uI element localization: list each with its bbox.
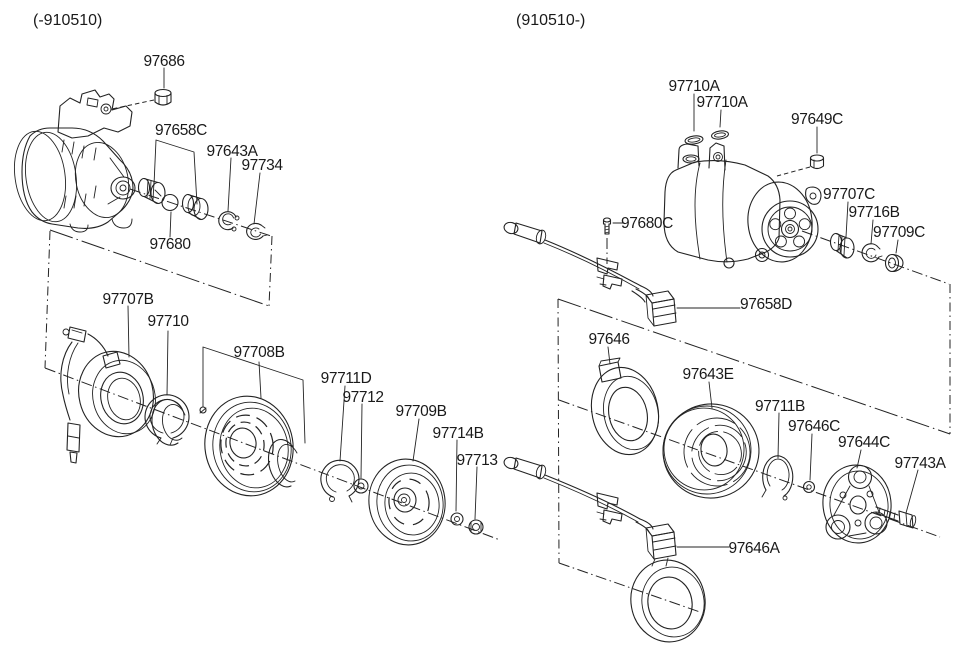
- leader-97707B: [127, 305, 130, 358]
- leader-97711B: [777, 412, 780, 459]
- callout-97713: 97713: [456, 452, 497, 469]
- callout-97658D: 97658D: [740, 296, 792, 313]
- callout-97710A-1: 97710A: [668, 78, 720, 95]
- fence-left-left: [44, 230, 51, 369]
- header-left-variant: (-910510): [33, 12, 102, 29]
- ring-left-mid: [151, 398, 186, 446]
- harness-97646A: [503, 456, 706, 643]
- harness-97658D: [503, 221, 677, 327]
- callout-97711D: 97711D: [321, 370, 372, 387]
- leader-97716B: [870, 219, 874, 245]
- nut-97649C: [809, 154, 825, 170]
- pulley-97708B: [204, 395, 294, 497]
- callout-97680C: 97680C: [621, 215, 673, 232]
- callout-97649C: 97649C: [791, 111, 843, 128]
- callout-97658C: 97658C: [155, 122, 207, 139]
- coil-97646: [590, 357, 660, 456]
- cclip-97734: [246, 222, 268, 240]
- callout-97712: 97712: [342, 389, 383, 406]
- compressor-right: [663, 142, 822, 269]
- hub-97644C: [822, 464, 892, 544]
- fence-right-top: [557, 298, 951, 435]
- fence-right-left: [557, 298, 560, 564]
- bracket-97658C: [153, 139, 198, 205]
- plug-left-b: [181, 193, 209, 221]
- leader-97643E: [708, 381, 713, 409]
- callout-97707C: 97707C: [823, 186, 875, 203]
- bolt-97743A: [875, 506, 917, 529]
- oring-97710A-2: [711, 130, 729, 140]
- callout-97714B: 97714B: [432, 425, 483, 442]
- plug-97707C: [829, 232, 855, 259]
- callout-97643E: 97643E: [682, 366, 733, 383]
- axis-right-top: [801, 230, 950, 285]
- right-diagram: [503, 93, 951, 643]
- callout-97686: 97686: [143, 53, 184, 70]
- leader-97710A-2: [719, 109, 722, 128]
- leader-97646C: [809, 433, 813, 481]
- ball-97680: [161, 193, 179, 212]
- leader-97707C: [845, 201, 849, 238]
- callout-97711B: 97711B: [755, 398, 805, 415]
- leader-97646: [607, 346, 611, 365]
- oring-97710A-1: [684, 135, 704, 145]
- callout-97646A: 97646A: [728, 540, 780, 557]
- leader-97714B: [455, 439, 458, 512]
- axis-right-bottom: [558, 562, 701, 613]
- cring-97716B: [861, 243, 883, 263]
- callout-97710A-2: 97710A: [696, 94, 748, 111]
- nut-97713: [468, 519, 484, 535]
- callout-97643A: 97643A: [206, 143, 258, 160]
- callout-97709C: 97709C: [873, 224, 925, 241]
- leader-97713: [474, 466, 478, 520]
- fence-left-top: [49, 229, 270, 307]
- callout-97709B: 97709B: [395, 403, 446, 420]
- snapring-97711D: [320, 459, 360, 503]
- callout-97734: 97734: [241, 157, 283, 174]
- snapring-97711B: [761, 455, 794, 501]
- washer-97646C: [802, 480, 816, 494]
- callout-97680: 97680: [149, 236, 191, 253]
- cap-97709C: [884, 253, 904, 273]
- leader-97734: [253, 172, 261, 225]
- leader-97643A: [227, 157, 232, 212]
- callout-97710: 97710: [147, 313, 189, 330]
- leader-97709B: [412, 418, 420, 462]
- plug-threaded-left: [137, 177, 166, 205]
- washer-97712: [353, 478, 369, 494]
- ring-97708B-front: [267, 438, 298, 488]
- callout-97707B: 97707B: [102, 291, 153, 308]
- leader-97680: [169, 211, 172, 238]
- callout-97716B: 97716B: [848, 204, 899, 221]
- coil-97707B: [60, 326, 156, 464]
- leader-97712: [360, 403, 363, 479]
- fence-left-right: [268, 235, 273, 307]
- leader-97709C: [895, 239, 899, 254]
- callout-97646: 97646: [588, 331, 629, 348]
- labels: (-910510) (910510-) 97686 97658C 97643A …: [33, 12, 947, 557]
- callout-97743A: 97743A: [894, 455, 946, 472]
- leader-97711D: [339, 385, 346, 462]
- disc-97709B: [368, 458, 446, 546]
- leader-97743A: [905, 469, 919, 514]
- snapring-97643A: [218, 211, 240, 232]
- callout-97646C: 97646C: [788, 418, 840, 435]
- nut-97686: [111, 67, 172, 110]
- leader-97710: [166, 330, 169, 396]
- left-diagram: [14, 67, 501, 546]
- washer-97714B: [450, 512, 464, 526]
- leader-97644C: [856, 449, 862, 469]
- callout-97644C: 97644C: [838, 434, 890, 451]
- pulley-97643E: [662, 403, 760, 499]
- dash-97649C: [776, 166, 811, 177]
- callout-97708B: 97708B: [233, 344, 284, 361]
- axis-right-main: [558, 399, 941, 538]
- bolt-97680C: [602, 217, 612, 235]
- bracket-97708B: [199, 346, 306, 444]
- compressor-left: [14, 89, 136, 233]
- header-right-variant: (910510-): [516, 12, 585, 29]
